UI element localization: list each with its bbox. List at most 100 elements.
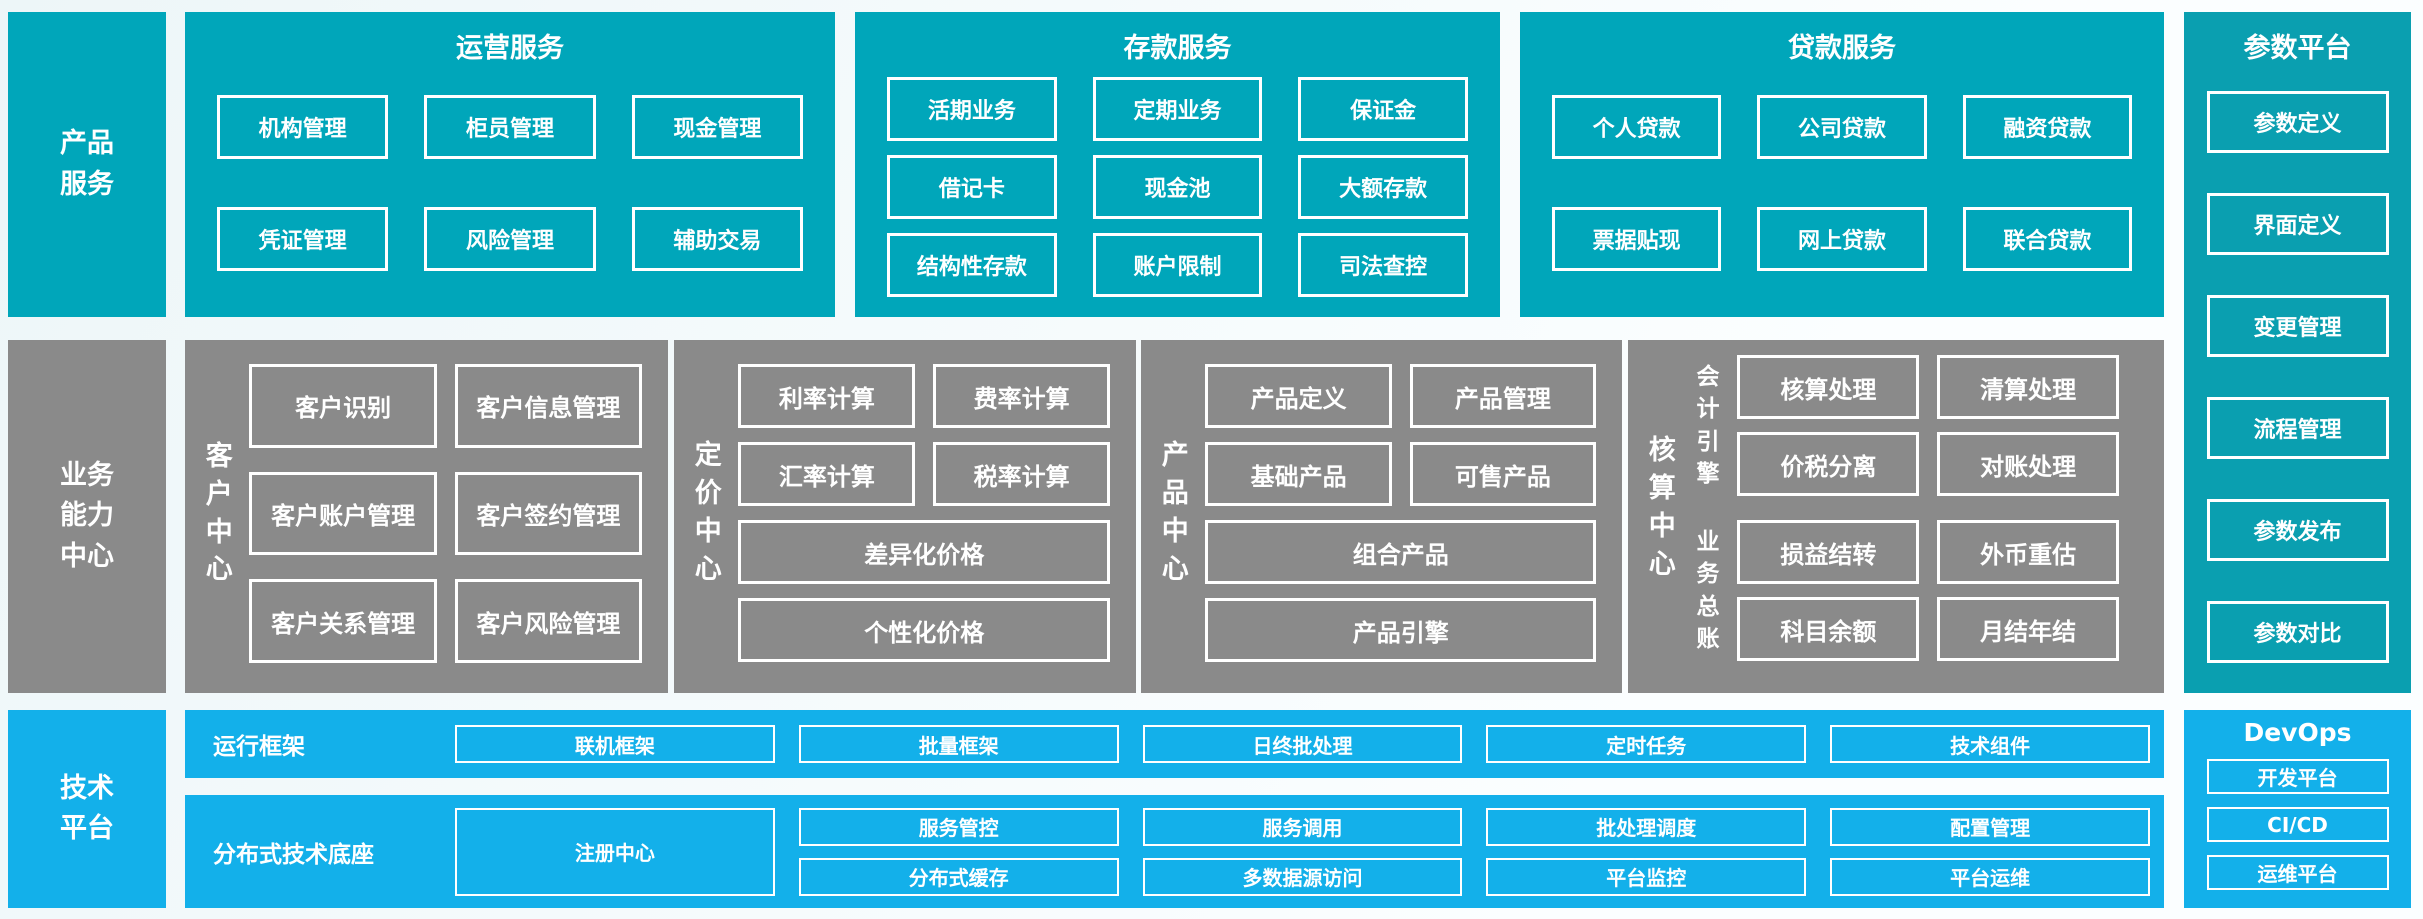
module-box: 价税分离 (1737, 432, 1920, 496)
module-box: 个人贷款 (1552, 95, 1722, 159)
sidebar-business-capability: 业务能力中心 (8, 340, 166, 693)
module-list: 参数定义 界面定义 变更管理 流程管理 参数发布 参数对比 (2184, 91, 2411, 663)
center-label: 产品中心 (1161, 440, 1189, 585)
module-box: 客户风险管理 (454, 579, 642, 663)
module-box: 组合产品 (1205, 520, 1596, 584)
section-title: DevOps (2243, 718, 2352, 747)
module-box: 分布式缓存 (798, 857, 1119, 896)
center-label: 核算中心 (1648, 435, 1676, 580)
module-box: 批量框架 (798, 725, 1119, 763)
module-box: 运维平台 (2206, 855, 2389, 890)
module-box: 现金池 (1092, 155, 1263, 219)
module-box: 税率计算 (933, 442, 1110, 506)
module-box: 多数据源访问 (1142, 857, 1463, 896)
section-title: 存款服务 (1123, 33, 1232, 64)
module-box: 配置管理 (1830, 807, 2150, 846)
module-box: 公司贷款 (1757, 95, 1927, 159)
bar-distributed-base: 分布式技术底座 注册中心 服务管控 服务调用 批处理调度 配置管理 分布式缓存 … (185, 795, 2164, 908)
module-box: 核算处理 (1737, 355, 1920, 419)
section-loan-services: 贷款服务 个人贷款 公司贷款 融资贷款 票据贴现 网上贷款 联合贷款 (1520, 12, 2164, 317)
module-box: 大额存款 (1298, 155, 1468, 219)
module-grid: 注册中心 服务管控 服务调用 批处理调度 配置管理 分布式缓存 多数据源访问 平… (455, 807, 2150, 896)
module-box: 开发平台 (2206, 759, 2389, 794)
module-box: 机构管理 (217, 95, 389, 159)
module-box: 技术组件 (1830, 725, 2150, 763)
section-customer-center: 客户中心 客户识别 客户信息管理 客户账户管理 客户签约管理 客户关系管理 客户… (185, 340, 668, 693)
module-box: 外币重估 (1937, 520, 2119, 584)
bar-label: 分布式技术底座 (213, 841, 374, 868)
module-box: 票据贴现 (1552, 207, 1722, 271)
module-list: 开发平台 CI/CD 运维平台 (2206, 759, 2389, 890)
accounting-groups: 会计引擎 核算处理 清算处理 价税分离 对账处理 业务总账 损益结转 外币重估 … (1686, 355, 2119, 661)
module-box: 可售产品 (1409, 442, 1596, 506)
module-box: 借记卡 (887, 155, 1057, 219)
module-box: 对账处理 (1937, 432, 2119, 496)
sidebar-tech-platform: 技术平台 (8, 710, 166, 908)
module-box: 基础产品 (1205, 442, 1392, 506)
module-grid: 个人贷款 公司贷款 融资贷款 票据贴现 网上贷款 联合贷款 (1520, 95, 2164, 271)
module-box: 客户关系管理 (249, 579, 437, 663)
module-grid: 活期业务 定期业务 保证金 借记卡 现金池 大额存款 结构性存款 账户限制 司法… (855, 77, 1500, 297)
module-box: 定时任务 (1486, 725, 1807, 763)
section-title: 贷款服务 (1788, 33, 1896, 64)
module-box: 现金管理 (631, 95, 803, 159)
module-box: 平台运维 (1830, 857, 2150, 896)
section-accounting-center: 核算中心 会计引擎 核算处理 清算处理 价税分离 对账处理 业务总账 损益结转 … (1628, 340, 2164, 693)
section-pricing-center: 定价中心 利率计算 费率计算 汇率计算 税率计算 差异化价格 个性化价格 (674, 340, 1136, 693)
module-box: 参数对比 (2206, 601, 2389, 663)
module-box: 变更管理 (2206, 295, 2389, 357)
module-grid: 损益结转 外币重估 科目余额 月结年结 (1737, 520, 2119, 661)
module-grid: 机构管理 柜员管理 现金管理 凭证管理 风险管理 辅助交易 (185, 95, 835, 271)
module-box: 客户识别 (249, 364, 437, 448)
module-box: 月结年结 (1937, 597, 2119, 661)
module-box: 联合贷款 (1962, 207, 2132, 271)
section-devops: DevOps 开发平台 CI/CD 运维平台 (2184, 710, 2411, 908)
group-label: 业务总账 (1696, 529, 1720, 652)
module-box: 活期业务 (887, 77, 1057, 141)
module-box: 凭证管理 (217, 207, 389, 271)
module-box: 差异化价格 (738, 520, 1110, 584)
section-title: 运营服务 (456, 33, 564, 64)
module-box: 保证金 (1298, 77, 1468, 141)
module-grid: 客户识别 客户信息管理 客户账户管理 客户签约管理 客户关系管理 客户风险管理 (249, 364, 642, 663)
module-box: 汇率计算 (738, 442, 916, 506)
module-grid: 核算处理 清算处理 价税分离 对账处理 (1737, 355, 2119, 496)
module-box: 参数定义 (2206, 91, 2389, 153)
module-box: 产品定义 (1205, 364, 1392, 428)
module-box: 结构性存款 (887, 233, 1057, 297)
module-box: 注册中心 (455, 807, 775, 896)
module-box: 客户签约管理 (454, 471, 642, 556)
module-box: 定期业务 (1092, 77, 1263, 141)
module-box: 融资贷款 (1962, 95, 2132, 159)
accounting-group-engine: 会计引擎 核算处理 清算处理 价税分离 对账处理 (1686, 355, 2119, 496)
module-box: 损益结转 (1737, 520, 1920, 584)
module-box: 科目余额 (1737, 597, 1920, 661)
module-box: 服务调用 (1142, 807, 1463, 846)
section-product-center: 产品中心 产品定义 产品管理 基础产品 可售产品 组合产品 产品引擎 (1141, 340, 1622, 693)
module-box: 批处理调度 (1486, 807, 1807, 846)
bar-runtime-framework: 运行框架 联机框架 批量框架 日终批处理 定时任务 技术组件 (185, 710, 2164, 778)
module-box: 司法查控 (1298, 233, 1468, 297)
module-box: 网上贷款 (1757, 207, 1927, 271)
center-label: 定价中心 (694, 440, 722, 585)
sidebar-label: 业务能力中心 (60, 459, 114, 572)
module-box: 费率计算 (933, 364, 1110, 428)
module-box: 产品引擎 (1205, 598, 1596, 662)
section-operations-services: 运营服务 机构管理 柜员管理 现金管理 凭证管理 风险管理 辅助交易 (185, 12, 835, 317)
accounting-group-ledger: 业务总账 损益结转 外币重估 科目余额 月结年结 (1686, 520, 2119, 661)
module-box: 柜员管理 (424, 95, 596, 159)
module-box: 平台监控 (1486, 857, 1807, 896)
module-box: 辅助交易 (631, 207, 803, 271)
module-box: 参数发布 (2206, 499, 2389, 561)
module-box: 清算处理 (1937, 355, 2119, 419)
module-box: 服务管控 (798, 807, 1119, 846)
module-box: 利率计算 (738, 364, 916, 428)
module-box: 风险管理 (424, 207, 596, 271)
module-grid: 联机框架 批量框架 日终批处理 定时任务 技术组件 (455, 725, 2150, 763)
section-title: 参数平台 (2243, 33, 2352, 64)
module-box: 界面定义 (2206, 193, 2389, 255)
module-box: 流程管理 (2206, 397, 2389, 459)
module-box: 客户信息管理 (454, 364, 642, 448)
sidebar-label: 技术平台 (60, 772, 114, 845)
